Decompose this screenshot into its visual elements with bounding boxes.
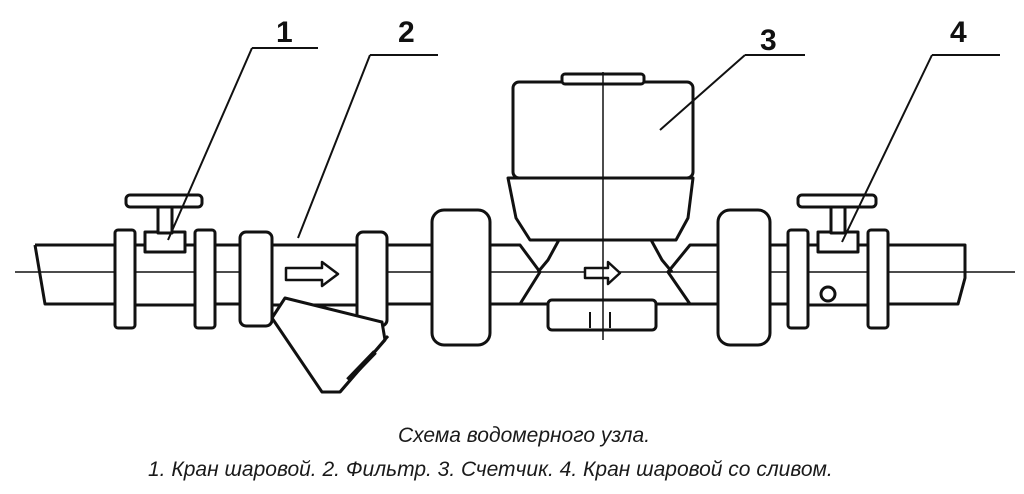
leader-line-2 <box>297 54 438 239</box>
outlet-pipe <box>888 243 967 306</box>
pipe-segment-b <box>387 243 432 306</box>
caption-title: Схема водомерного узла. <box>398 424 651 447</box>
drain-valve-4 <box>786 193 890 330</box>
filter-2 <box>238 230 390 394</box>
water-meter-3 <box>430 72 772 347</box>
leader-line-4 <box>841 54 1000 243</box>
drain-port-icon <box>819 285 837 303</box>
water-meter-assembly-diagram: 1 2 3 4 <box>15 16 1015 394</box>
label-1: 1 <box>276 16 293 49</box>
label-4: 4 <box>950 16 967 49</box>
label-2: 2 <box>398 16 415 49</box>
pipe-segment-a <box>215 243 240 306</box>
leader-line-3 <box>659 54 805 131</box>
inlet-pipe <box>33 243 115 306</box>
pipe-segment-c <box>770 243 788 306</box>
label-3: 3 <box>760 24 777 57</box>
caption-legend: 1. Кран шаровой. 2. Фильтр. 3. Счетчик. … <box>148 458 833 481</box>
ball-valve-1 <box>113 193 217 330</box>
leader-line-1 <box>167 47 318 241</box>
